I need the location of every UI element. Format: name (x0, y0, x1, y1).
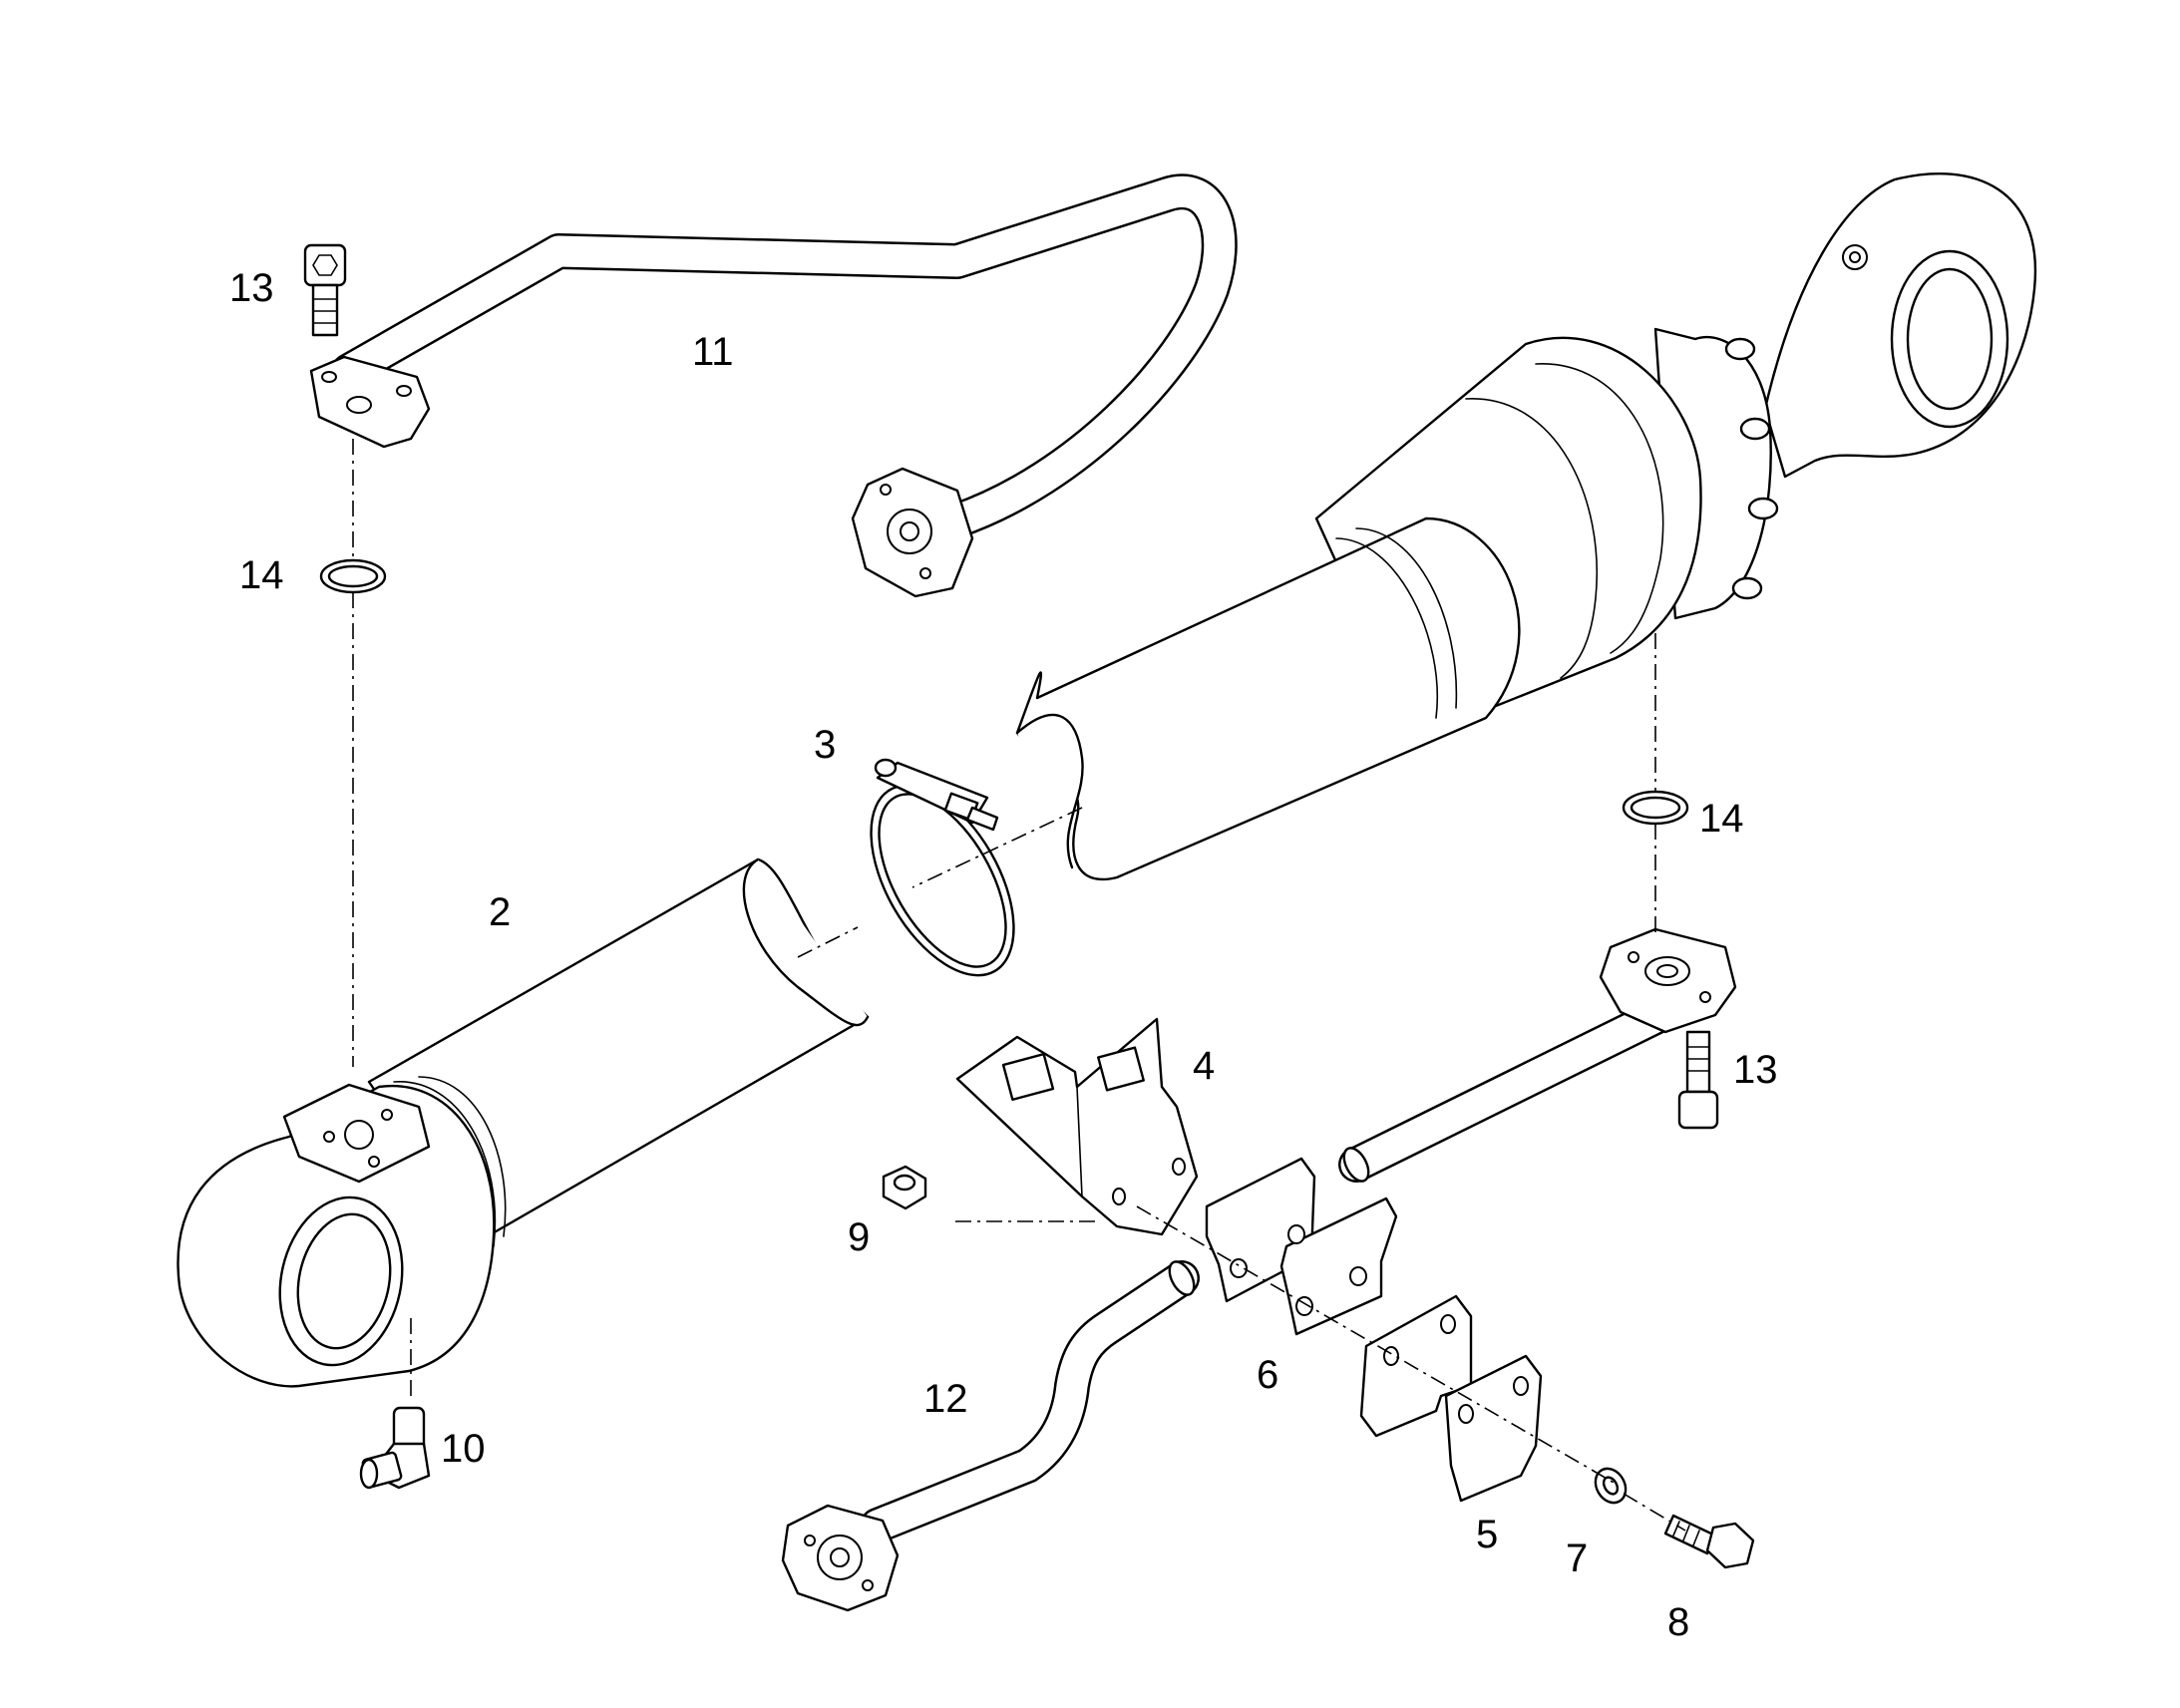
nut-9 (882, 1165, 927, 1210)
lower-pipe-12 (781, 927, 1737, 1612)
callout-4: 4 (1193, 1044, 1215, 1088)
cylinder-base (177, 857, 870, 1388)
callout-6: 6 (1257, 1353, 1278, 1397)
callout-2: 2 (489, 890, 511, 934)
bracket-4 (955, 1017, 1199, 1236)
callout-7: 7 (1566, 1537, 1588, 1580)
clip-6 (1205, 1157, 1398, 1336)
assembly-leader-lines (352, 439, 1686, 1532)
callout-5: 5 (1476, 1513, 1498, 1556)
o-ring-14-top (319, 558, 387, 594)
washer-7 (1594, 1467, 1628, 1505)
bolt-8 (1663, 1514, 1755, 1569)
o-ring-14-right (1622, 790, 1689, 826)
band-clamp-3 (870, 758, 1015, 977)
clip-5 (1359, 1294, 1543, 1503)
callout-labels: 2 3 4 5 6 7 8 9 10 11 12 13 13 14 14 (229, 266, 1778, 1644)
callout-14-right: 14 (1699, 797, 1744, 841)
cylinder-rod-end (1015, 171, 2037, 880)
callout-12: 12 (923, 1377, 968, 1421)
callout-10: 10 (441, 1427, 486, 1471)
elbow-fitting-10 (359, 1406, 431, 1490)
callout-13-top: 13 (229, 266, 274, 310)
callout-13-right: 13 (1733, 1048, 1778, 1092)
callout-8: 8 (1667, 1600, 1689, 1644)
callout-14-top: 14 (239, 553, 284, 597)
callout-3: 3 (814, 723, 836, 767)
cap-screw-13-top (303, 243, 347, 337)
callout-11: 11 (692, 330, 734, 374)
cap-screw-13-right (1677, 1030, 1719, 1130)
callout-9: 9 (848, 1215, 870, 1259)
upper-pipe-11 (309, 173, 1238, 598)
